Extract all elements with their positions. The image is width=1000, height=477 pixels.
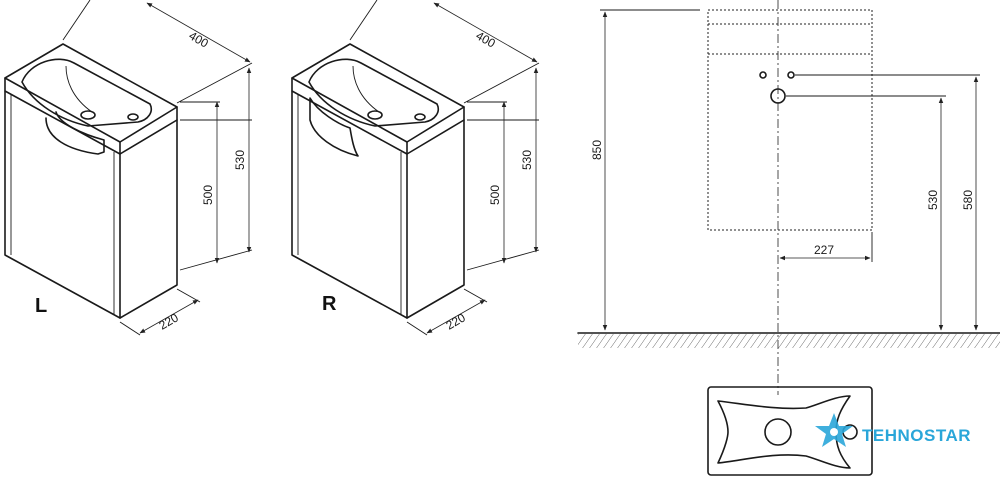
install-height-label: 850 — [590, 140, 604, 160]
left-height-body-label: 500 — [201, 185, 215, 205]
left-depth-label: 220 — [157, 310, 182, 332]
top-view-drain-icon — [764, 418, 792, 446]
right-height-total-label: 530 — [520, 150, 534, 170]
left-height-total-label: 530 — [233, 150, 247, 170]
variant-right-label: R — [322, 293, 337, 315]
right-width-label: 400 — [474, 28, 499, 50]
variant-left-label: L — [35, 295, 47, 317]
drain-offset-label: 227 — [814, 243, 834, 257]
cabinet-right — [291, 43, 465, 319]
right-depth-label: 220 — [444, 310, 469, 332]
star-logo-icon — [815, 413, 853, 447]
drain-hole-icon — [770, 88, 786, 104]
cabinet-left — [4, 43, 178, 319]
drain-height-label: 530 — [926, 190, 940, 210]
tap-hole-left-icon — [759, 71, 767, 79]
left-dims — [62, 0, 253, 336]
right-height-body-label: 500 — [488, 185, 502, 205]
top-view — [707, 386, 873, 476]
watermark: TEHNOSTAR — [815, 413, 971, 447]
watermark-text: TEHNOSTAR — [862, 426, 971, 445]
tap-height-label: 580 — [961, 190, 975, 210]
tap-hole-right-icon — [787, 71, 795, 79]
installation-elevation — [577, 0, 1000, 395]
right-dims — [349, 0, 540, 336]
left-width-label: 400 — [187, 28, 212, 50]
